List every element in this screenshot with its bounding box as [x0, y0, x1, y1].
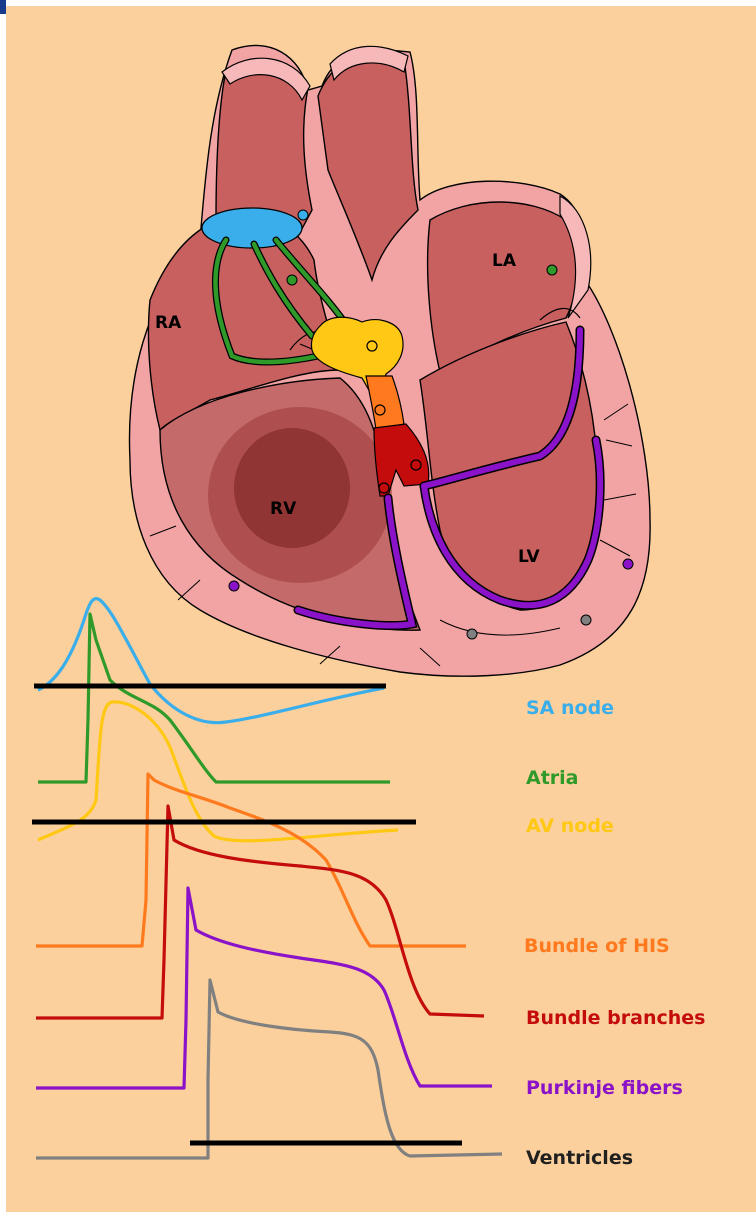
legend-bundle-of-his: Bundle of HIS: [524, 935, 670, 957]
legend-ventricles: Ventricles: [526, 1147, 633, 1169]
atria-marker-left: [547, 265, 557, 275]
chamber-label-ra: RA: [155, 313, 182, 333]
branch-marker-1: [411, 460, 421, 470]
chamber-label-rv: RV: [270, 499, 297, 519]
legend-av-node: AV node: [526, 815, 614, 837]
legend-sa-node: SA node: [526, 697, 614, 719]
av-node-marker: [367, 341, 377, 351]
ventricle-marker-1: [467, 629, 477, 639]
purkinje-marker-left: [229, 581, 239, 591]
atria-marker-right: [287, 275, 297, 285]
right-ventricle-core: [234, 428, 350, 548]
chamber-label-la: LA: [492, 251, 517, 271]
sa-node-marker: [298, 210, 308, 220]
his-marker: [375, 405, 385, 415]
branch-marker-2: [379, 483, 389, 493]
corner-marker: [0, 0, 6, 14]
ventricle-marker-2: [581, 615, 591, 625]
legend-atria: Atria: [526, 767, 579, 789]
chamber-label-lv: LV: [518, 547, 540, 567]
purkinje-marker-right: [623, 559, 633, 569]
legend-purkinje-fibers: Purkinje fibers: [526, 1077, 683, 1099]
legend-bundle-branches: Bundle branches: [526, 1007, 705, 1029]
